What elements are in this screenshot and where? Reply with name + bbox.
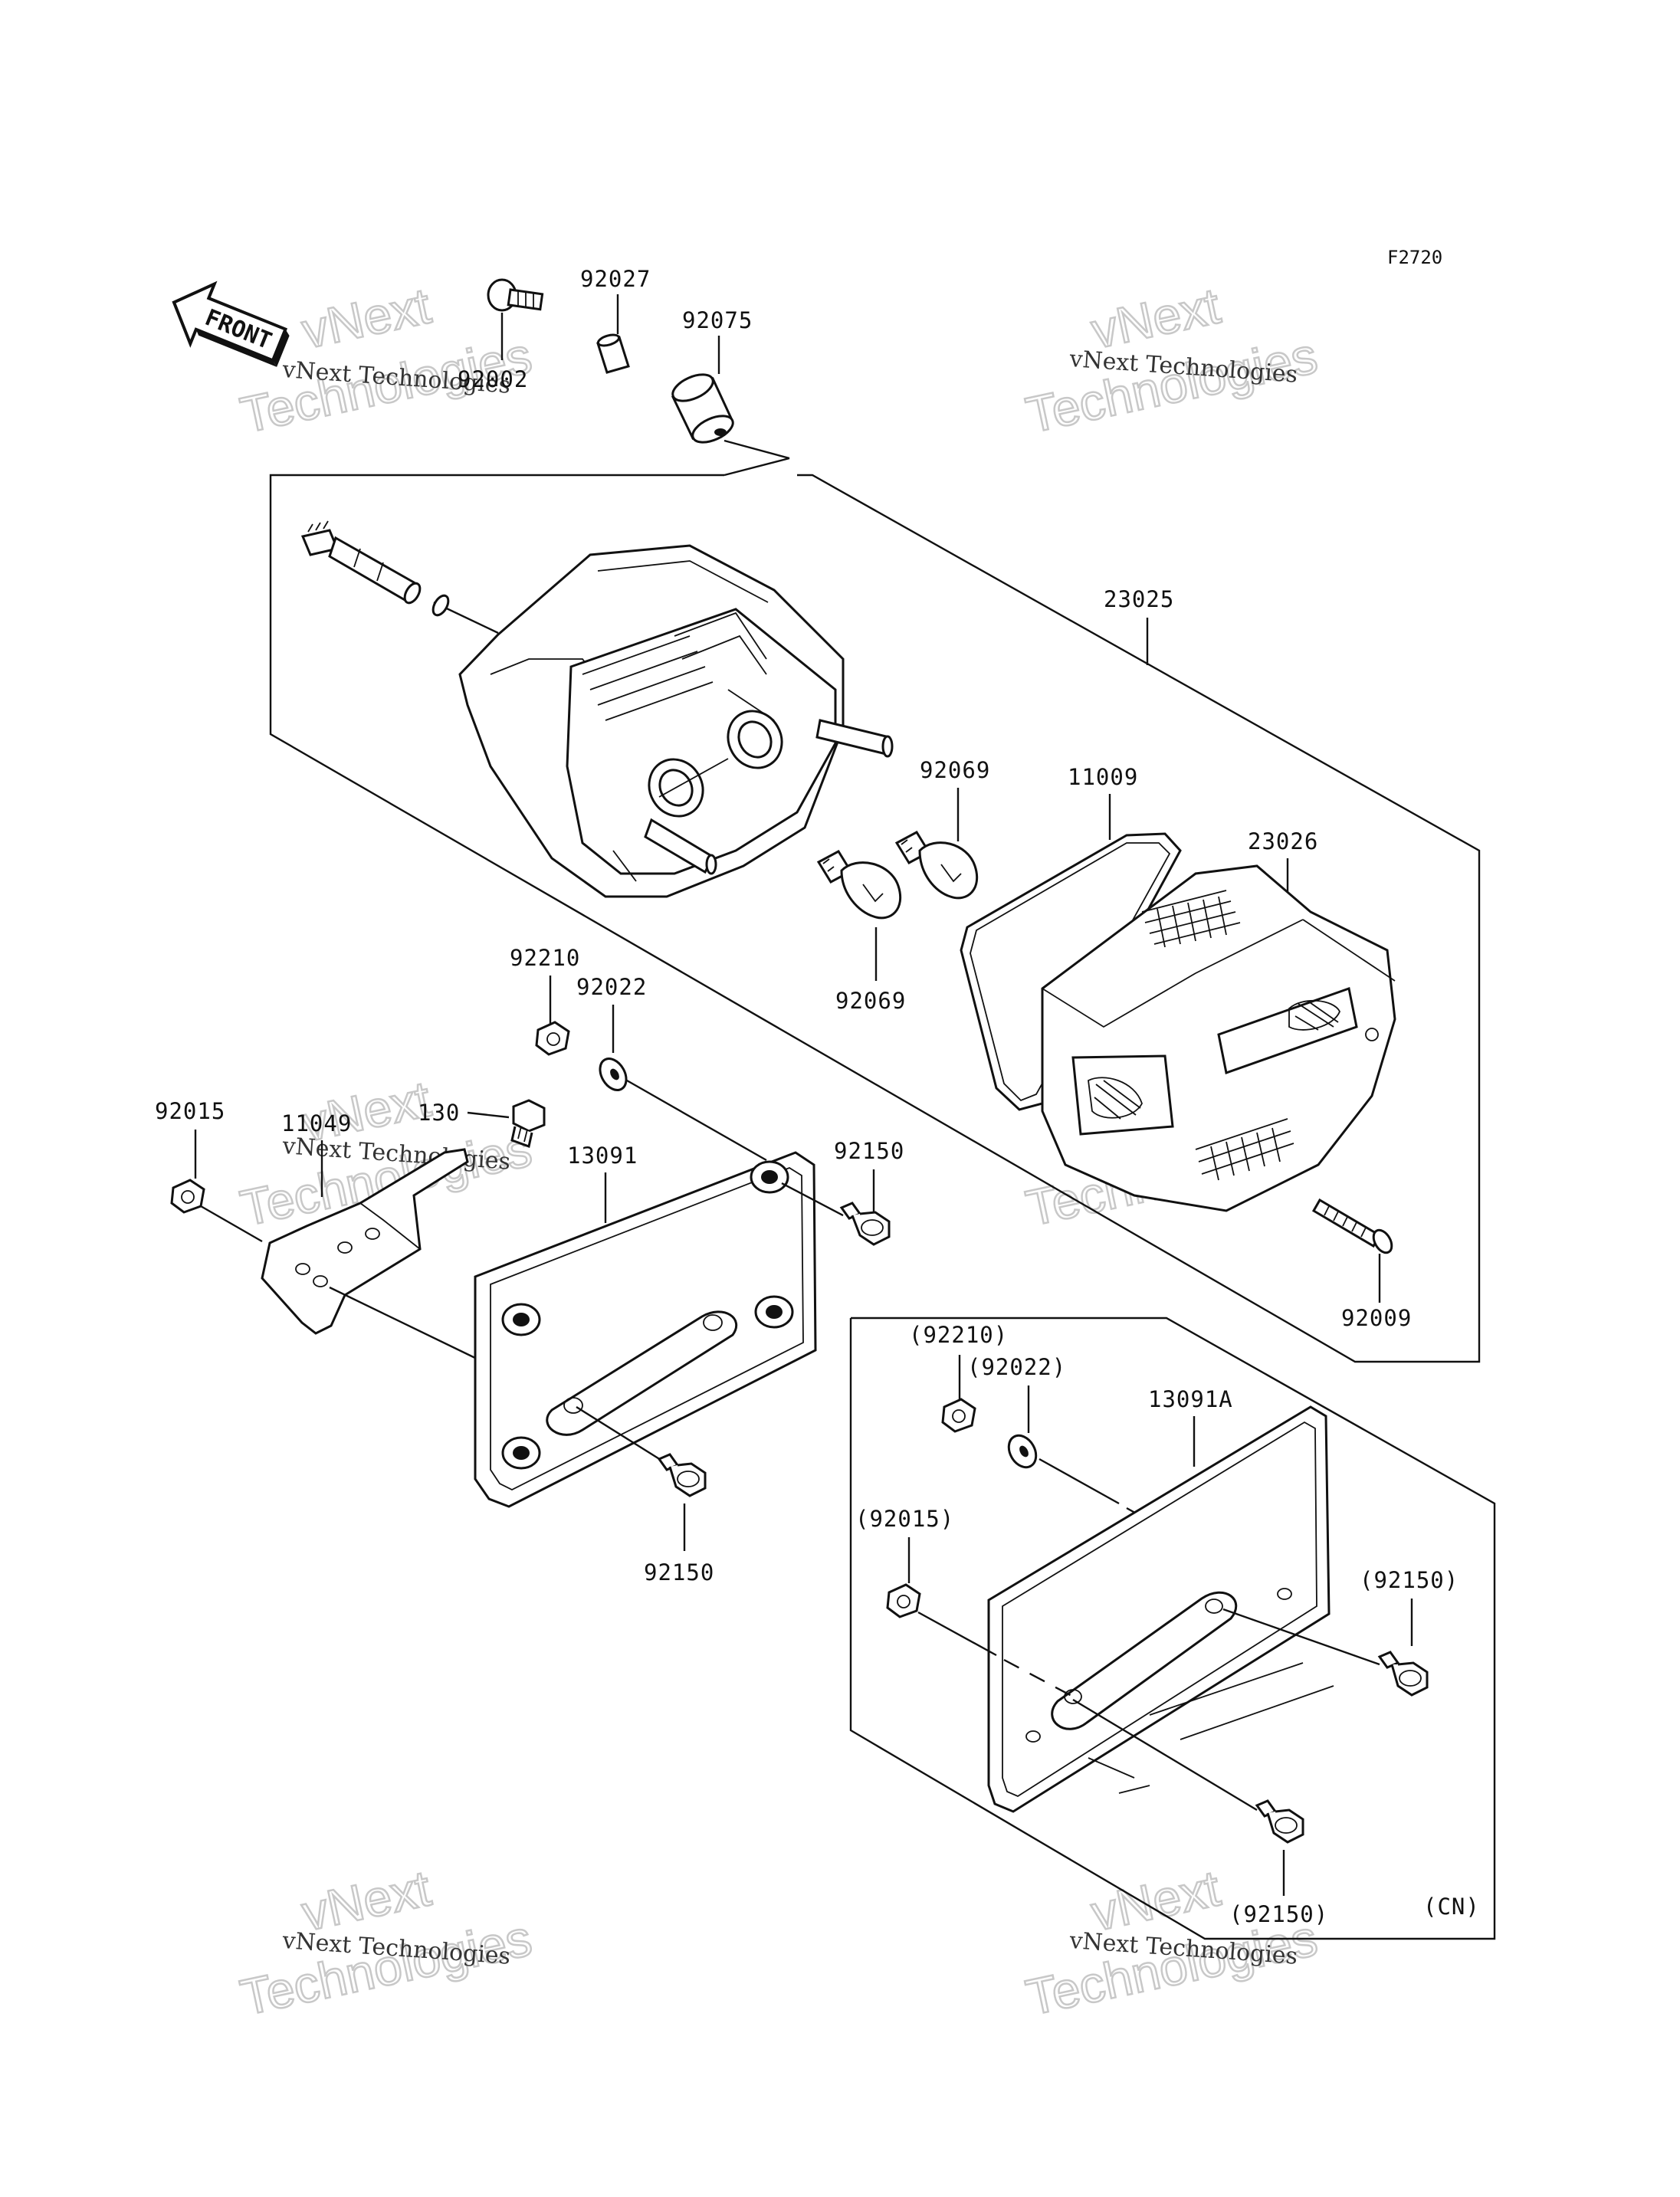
label-23025: 23025 [1104, 586, 1174, 612]
front-arrow-icon: FRONT [172, 280, 290, 367]
label-cn-13091A: 13091A [1148, 1386, 1233, 1412]
label-cn-92150-right: (92150) [1360, 1567, 1459, 1593]
label-92150-right: 92150 [834, 1138, 904, 1164]
cn-region-label: (CN) [1423, 1894, 1480, 1920]
license-plate-13091A-icon [987, 1405, 1334, 1813]
diagram-code: F2720 [1387, 247, 1442, 268]
bolt-cn-92150-right-icon [1377, 1651, 1429, 1697]
tail-light-housing-icon [300, 520, 894, 898]
assembly-23025-boundary [269, 474, 1481, 1363]
label-13091: 13091 [567, 1143, 638, 1169]
collar-92027-icon [596, 333, 630, 374]
label-130: 130 [418, 1100, 460, 1126]
grommet-92075-icon [671, 373, 734, 444]
screw-92009-icon [1311, 1198, 1393, 1254]
watermark-bottom-right: vNext Technologies vNext Technologies [1020, 1858, 1323, 2027]
label-92002: 92002 [458, 366, 528, 392]
label-92069-top: 92069 [920, 757, 990, 783]
nut-92210-icon [535, 1021, 570, 1056]
watermark-middle-left: vNext Technologies vNext Technologies [235, 1069, 537, 1238]
license-plate-13091-icon [474, 1151, 817, 1508]
label-11049: 11049 [281, 1110, 352, 1136]
watermark-top-right: vNext Technologies vNext Technologies [1020, 276, 1323, 444]
bolt-92002-icon [487, 278, 544, 312]
bolt-130-icon [510, 1099, 546, 1148]
label-92015: 92015 [155, 1098, 225, 1124]
label-92022: 92022 [576, 974, 647, 1000]
label-cn-92150-bottom: (92150) [1229, 1901, 1328, 1927]
nut-92015-icon [170, 1179, 205, 1214]
bulb-92069-top-icon [894, 831, 979, 900]
bolt-cn-92150-bottom-icon [1255, 1799, 1304, 1844]
nut-cn-92015-icon [886, 1583, 921, 1618]
bulb-92069-bottom-icon [816, 850, 902, 920]
bolt-92150-right-icon [839, 1202, 891, 1246]
washer-92022-icon [599, 1058, 628, 1091]
bolt-92150-bottom-icon [657, 1453, 707, 1497]
bracket-11049-icon [261, 1148, 469, 1335]
label-23026: 23026 [1248, 828, 1318, 854]
label-cn-92022: (92022) [967, 1354, 1066, 1380]
watermark-vnext: vNext [297, 277, 435, 359]
label-cn-92210: (92210) [909, 1322, 1008, 1348]
label-cn-92015: (92015) [855, 1506, 954, 1532]
label-92075: 92075 [682, 307, 753, 333]
label-92009: 92009 [1341, 1305, 1412, 1331]
lens-23026-icon [1041, 864, 1396, 1212]
label-11009: 11009 [1068, 764, 1138, 790]
nut-cn-92210-icon [941, 1398, 976, 1433]
watermark-bottom-left: vNext Technologies vNext Technologies [235, 1858, 537, 2027]
watermark-vnext: vNext [1087, 277, 1225, 359]
label-92210: 92210 [510, 945, 580, 971]
label-92150-bottom: 92150 [644, 1559, 714, 1585]
cn-variant-boundary [849, 1317, 1496, 1940]
washer-cn-92022-icon [1007, 1434, 1038, 1469]
label-92027: 92027 [580, 266, 651, 292]
label-92069-bottom: 92069 [835, 988, 906, 1014]
